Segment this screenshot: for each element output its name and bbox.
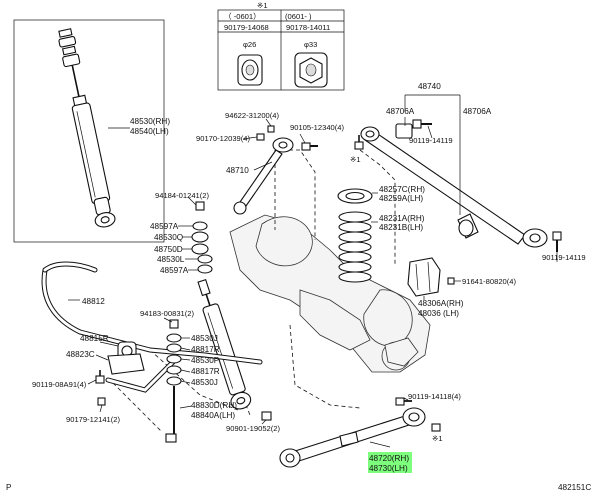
leader-48740	[404, 94, 461, 215]
inset-col-right-dim: φ33	[304, 40, 317, 49]
label-upper-arm-assy: 48740	[418, 82, 441, 91]
inset-col-left-part: 90179-14068	[224, 23, 269, 32]
rear-axle-housing	[229, 214, 431, 373]
inset-col-right-range: (0601- )	[285, 12, 312, 21]
label-48750d: 48750D	[154, 245, 183, 254]
label-48530l: 48530L	[157, 255, 185, 264]
corner-letter: P	[6, 483, 12, 492]
bolt-90119-14118-icon[interactable]	[395, 397, 412, 406]
label-bracket-rh: 48306A(RH)	[418, 299, 464, 308]
label-seat-lh: 48259A(LH)	[379, 194, 423, 203]
bolt-90119-a-icon[interactable]	[412, 119, 432, 129]
bolt-90179-12141-icon[interactable]	[97, 397, 106, 406]
label-shock-lh: 48540(LH)	[130, 127, 169, 136]
highlight-lower-arm	[368, 452, 412, 473]
nut-large-icon	[294, 52, 328, 88]
label-bolt-94183: 94183-00831(2)	[140, 309, 195, 318]
label-mark-1-lower: ※1	[432, 434, 443, 443]
label-nut-90119-14118: 90119-14118(4)	[408, 392, 461, 401]
label-48817r-top: 48817R	[191, 345, 220, 354]
upper-control-arm[interactable]	[360, 123, 548, 248]
inset-table: ※1 （ -0601） (0601- ) 90179-14068 90178-1…	[217, 1, 345, 91]
label-mark-1-upper: ※1	[350, 155, 361, 164]
label-48530p: 48530P	[191, 356, 220, 365]
label-48530j-bot: 48530J	[191, 378, 218, 387]
lateral-control-rod[interactable]	[233, 137, 294, 215]
bolt-90105-icon[interactable]	[301, 142, 318, 151]
coil-spring[interactable]	[338, 211, 372, 283]
label-48597a-bot: 48597A	[160, 266, 189, 275]
lower-control-arm[interactable]	[279, 407, 426, 468]
label-48530j-top: 48530J	[191, 334, 218, 343]
upper-arm-bracket[interactable]	[407, 257, 441, 297]
label-link-rh: 48830D(RH)	[191, 401, 237, 410]
inset-col-left-dim: φ26	[243, 40, 256, 49]
bolt-94622-icon[interactable]	[267, 125, 275, 133]
bolt-90170-icon[interactable]	[256, 133, 265, 141]
shock-mount-stack[interactable]	[191, 201, 213, 274]
label-spring-lh: 48231B(LH)	[379, 223, 423, 232]
label-lower-arm-lh: 48730(LH)	[369, 464, 408, 473]
label-48530q: 48530Q	[154, 233, 183, 242]
inset-col-right-part: 90178-14011	[286, 23, 330, 32]
shock-absorber-box: 48530(RH) 48540(LH)	[13, 19, 170, 243]
label-nut-94184: 94184-01241(2)	[155, 191, 210, 200]
label-bush-a-left: 48706A	[386, 107, 415, 116]
nut-mark-upper-icon[interactable]	[354, 135, 364, 150]
label-bolt-90105: 90105-12340(4)	[290, 123, 345, 132]
label-lateral-rod: 48710	[226, 166, 249, 175]
bolt-90901-icon[interactable]	[261, 411, 272, 421]
stabilizer-bar[interactable]	[41, 261, 263, 393]
label-bolt-94622: 94622-31200(4)	[225, 111, 280, 120]
stabilizer-bracket[interactable]	[107, 353, 145, 375]
bolt-90119-b-icon[interactable]	[552, 231, 562, 252]
label-bolt-90901: 90901-19052(2)	[226, 424, 281, 433]
diagram-code: 482151C	[558, 483, 591, 492]
shock-absorber-upper-icon[interactable]	[55, 28, 116, 229]
label-bracket-48823c: 48823C	[66, 350, 95, 359]
label-bracket-lh: 48036 (LH)	[418, 309, 459, 318]
inset-note-mark: ※1	[257, 1, 268, 10]
spring-seat[interactable]	[337, 188, 373, 204]
label-bolt-90179-12141: 90179-12141(2)	[66, 415, 121, 424]
label-bolt-90119-b: 90119-14119	[542, 253, 586, 262]
label-shock-rh: 48530(RH)	[130, 117, 170, 126]
shock-box-frame	[13, 19, 165, 243]
label-spring-rh: 48231A(RH)	[379, 214, 425, 223]
nut-mark-lower-icon[interactable]	[431, 423, 441, 432]
label-bolt-90119-a: 90119-14119	[409, 136, 453, 145]
label-bolt-91641: 91641-80820(4)	[462, 277, 517, 286]
label-bush-48815r: 48815R	[80, 334, 109, 343]
bolt-90119-08a91-icon[interactable]	[95, 370, 105, 384]
label-bolt-90119-08a91: 90119-08A91(4)	[32, 380, 87, 389]
nut-small-icon	[237, 54, 263, 86]
label-48597a-top: 48597A	[150, 222, 179, 231]
stabilizer-link-stack[interactable]	[165, 319, 182, 443]
label-bush-a-right: 48706A	[463, 107, 492, 116]
label-link-lh: 48840A(LH)	[191, 411, 235, 420]
inset-col-left-range: （ -0601）	[224, 12, 261, 21]
label-stabilizer: 48812	[82, 297, 105, 306]
bolt-91641-icon[interactable]	[447, 277, 455, 285]
label-seat-rh: 48257C(RH)	[379, 185, 425, 194]
shock-absorber-lower-icon[interactable]	[192, 278, 252, 412]
label-48817r-bot: 48817R	[191, 367, 220, 376]
label-lower-arm-rh: 48720(RH)	[369, 454, 409, 463]
label-bolt-90170: 90170-12039(4)	[196, 134, 251, 143]
